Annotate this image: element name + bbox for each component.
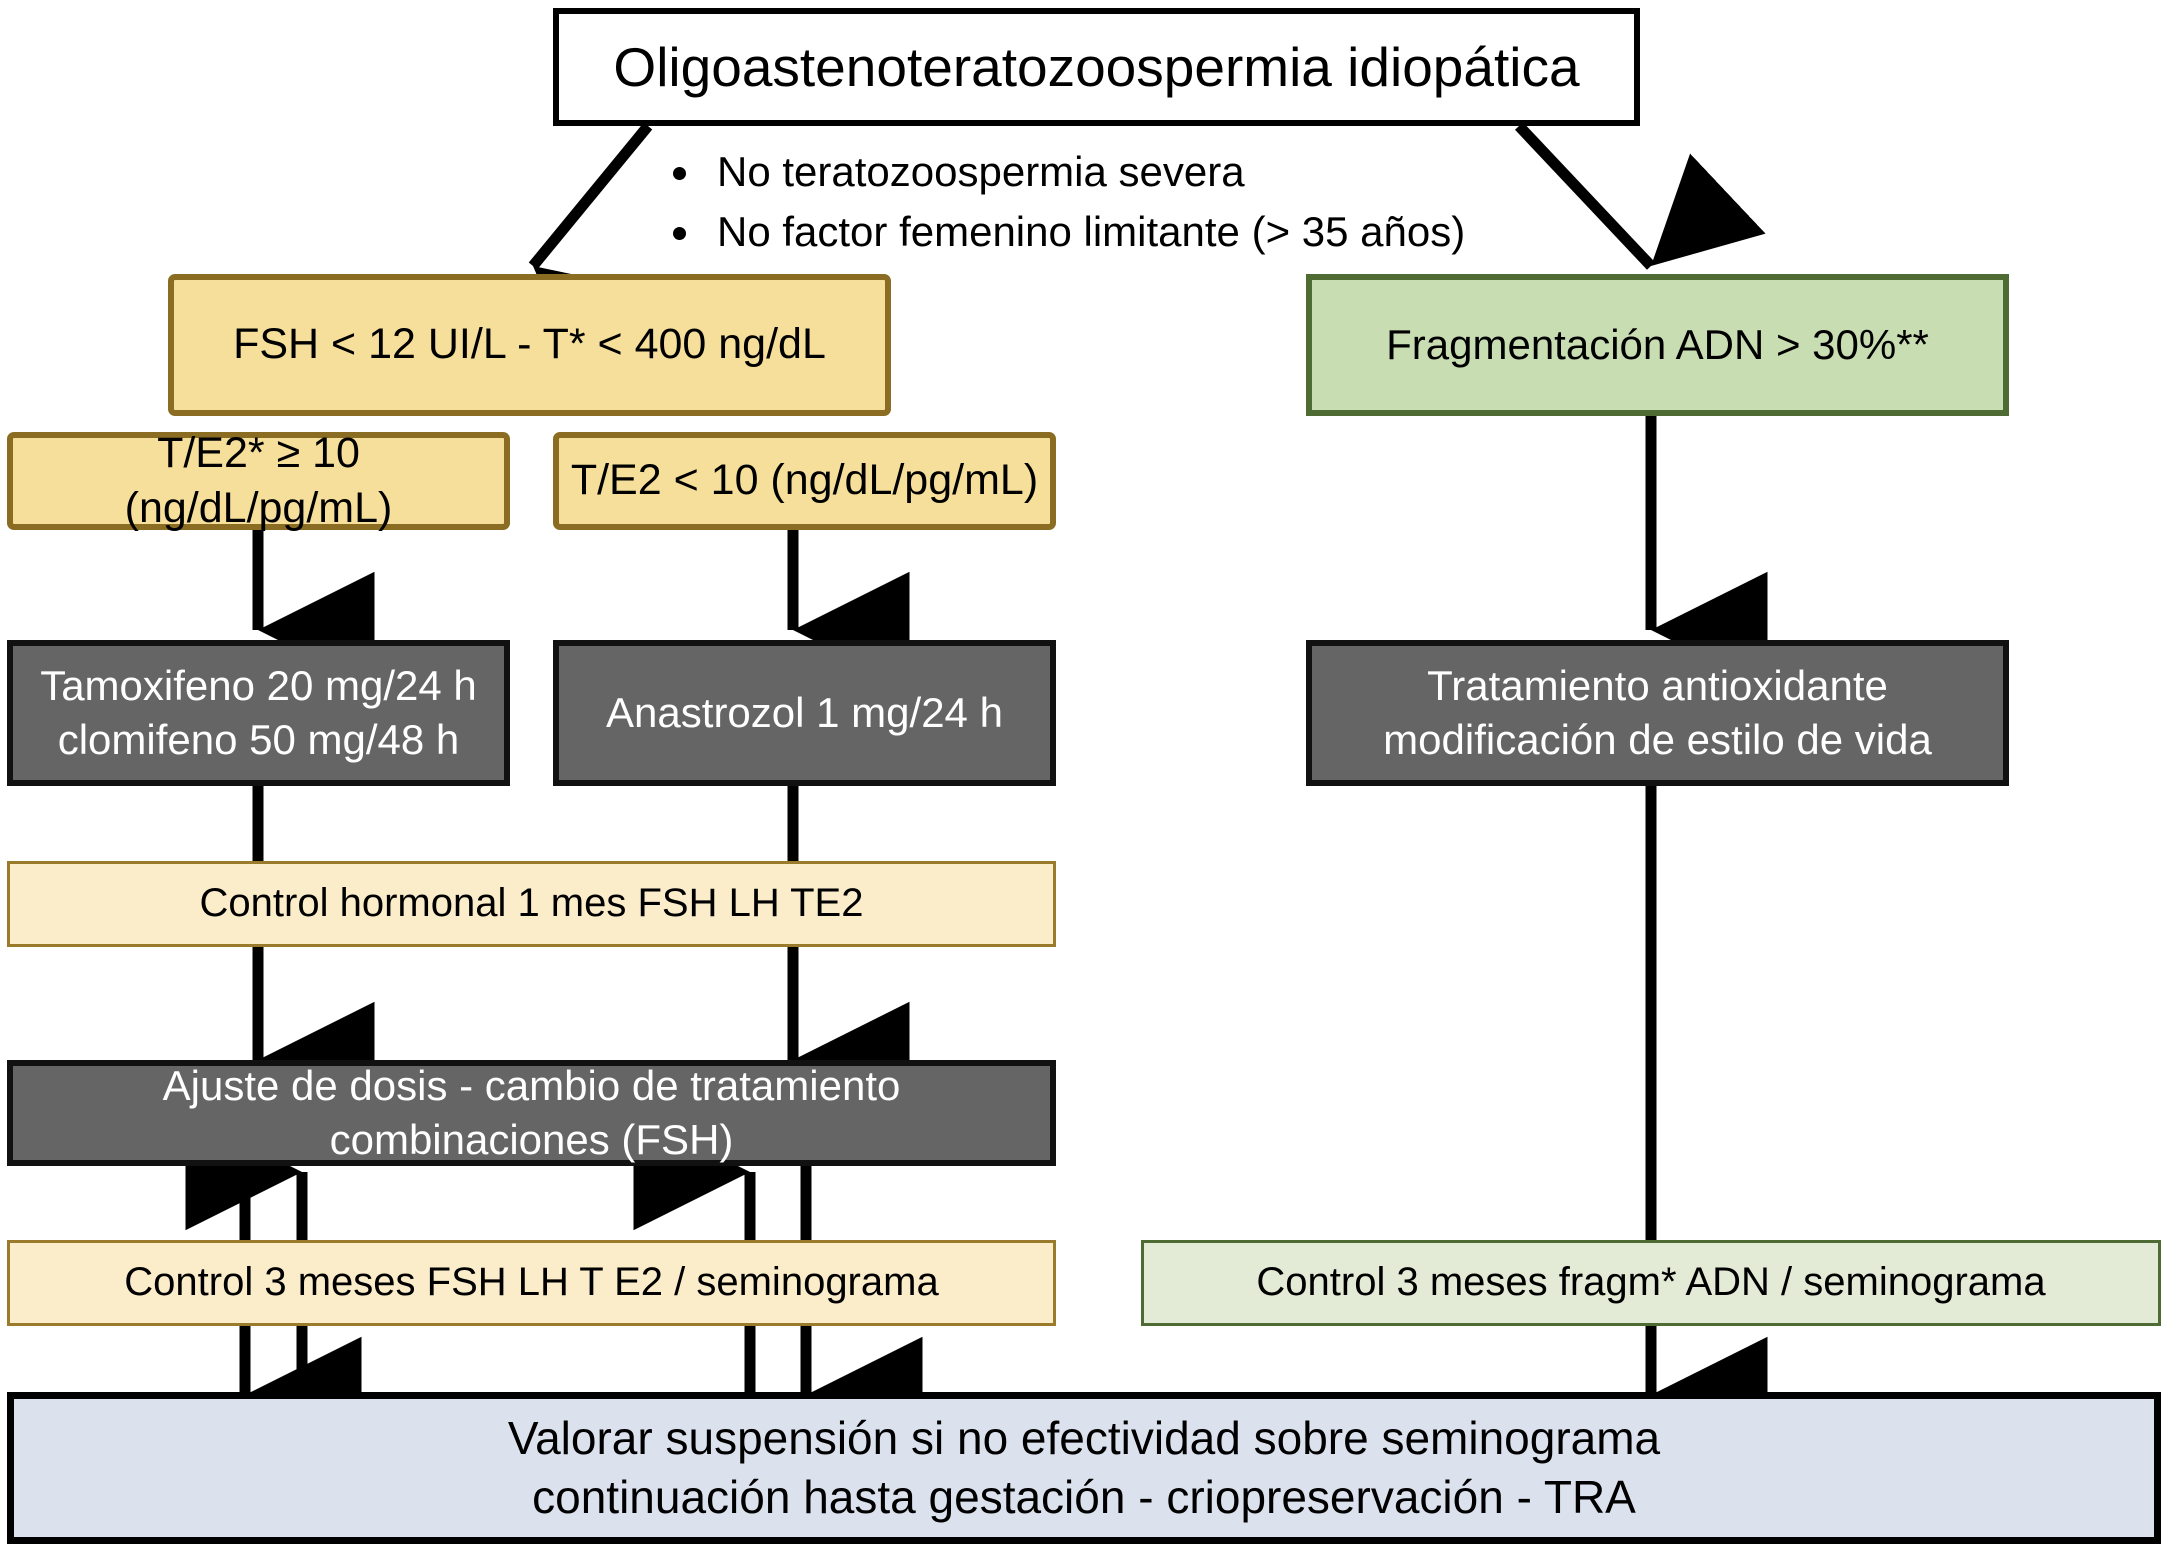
edge-root-to-fsh <box>528 122 653 376</box>
node-control-hormonal: Control hormonal 1 mes FSH LH TE2 <box>7 861 1056 947</box>
node-fsh-label: FSH < 12 UI/L - T* < 400 ng/dL <box>233 320 826 369</box>
node-valorar-suspension-label: Valorar suspensión si no efectividad sob… <box>507 1412 1661 1523</box>
criteria-bullet-2: No factor femenino limitante (> 35 años) <box>665 208 1465 256</box>
node-te2-high-label: T/E2* ≥ 10 (ng/dL/pg/mL) <box>124 428 393 532</box>
node-fragmentacion-label: Fragmentación ADN > 30%** <box>1386 321 1929 369</box>
node-te2-low: T/E2 < 10 (ng/dL/pg/mL) <box>553 432 1056 530</box>
node-control-3-meses-der: Control 3 meses fragm* ADN / seminograma <box>1141 1240 2161 1326</box>
node-antioxidante: Tratamiento antioxidante modificación de… <box>1306 640 2009 786</box>
node-root-label: Oligoastenoteratozoospermia idiopática <box>613 35 1580 98</box>
criteria-annotation: No teratozoospermia severa No factor fem… <box>665 148 1465 268</box>
edge-root-to-fragmentacion <box>1514 122 1766 270</box>
node-tamoxifeno: Tamoxifeno 20 mg/24 h clomifeno 50 mg/48… <box>7 640 510 786</box>
node-control-3-meses-izq: Control 3 meses FSH LH T E2 / seminogram… <box>7 1240 1056 1326</box>
node-ajuste-dosis-label: Ajuste de dosis - cambio de tratamiento … <box>162 1062 901 1163</box>
node-valorar-suspension: Valorar suspensión si no efectividad sob… <box>7 1392 2161 1544</box>
node-te2-high: T/E2* ≥ 10 (ng/dL/pg/mL) <box>7 429 510 532</box>
node-control-hormonal-label: Control hormonal 1 mes FSH LH TE2 <box>199 881 864 926</box>
node-antioxidante-label: Tratamiento antioxidante modificación de… <box>1383 662 1932 763</box>
node-root-diagnosis: Oligoastenoteratozoospermia idiopática <box>553 8 1640 126</box>
node-ajuste-dosis: Ajuste de dosis - cambio de tratamiento … <box>7 1060 1056 1166</box>
node-te2-low-label: T/E2 < 10 (ng/dL/pg/mL) <box>570 456 1039 505</box>
node-control-3-meses-der-label: Control 3 meses fragm* ADN / seminograma <box>1256 1260 2046 1305</box>
criteria-bullet-1: No teratozoospermia severa <box>665 148 1465 196</box>
node-control-3-meses-izq-label: Control 3 meses FSH LH T E2 / seminogram… <box>124 1260 939 1305</box>
node-anastrozol-label: Anastrozol 1 mg/24 h <box>606 689 1003 737</box>
node-fragmentacion-adn: Fragmentación ADN > 30%** <box>1306 274 2009 416</box>
node-anastrozol: Anastrozol 1 mg/24 h <box>553 640 1056 786</box>
node-fsh-threshold: FSH < 12 UI/L - T* < 400 ng/dL <box>168 274 891 416</box>
node-tamoxifeno-label: Tamoxifeno 20 mg/24 h clomifeno 50 mg/48… <box>40 662 477 763</box>
